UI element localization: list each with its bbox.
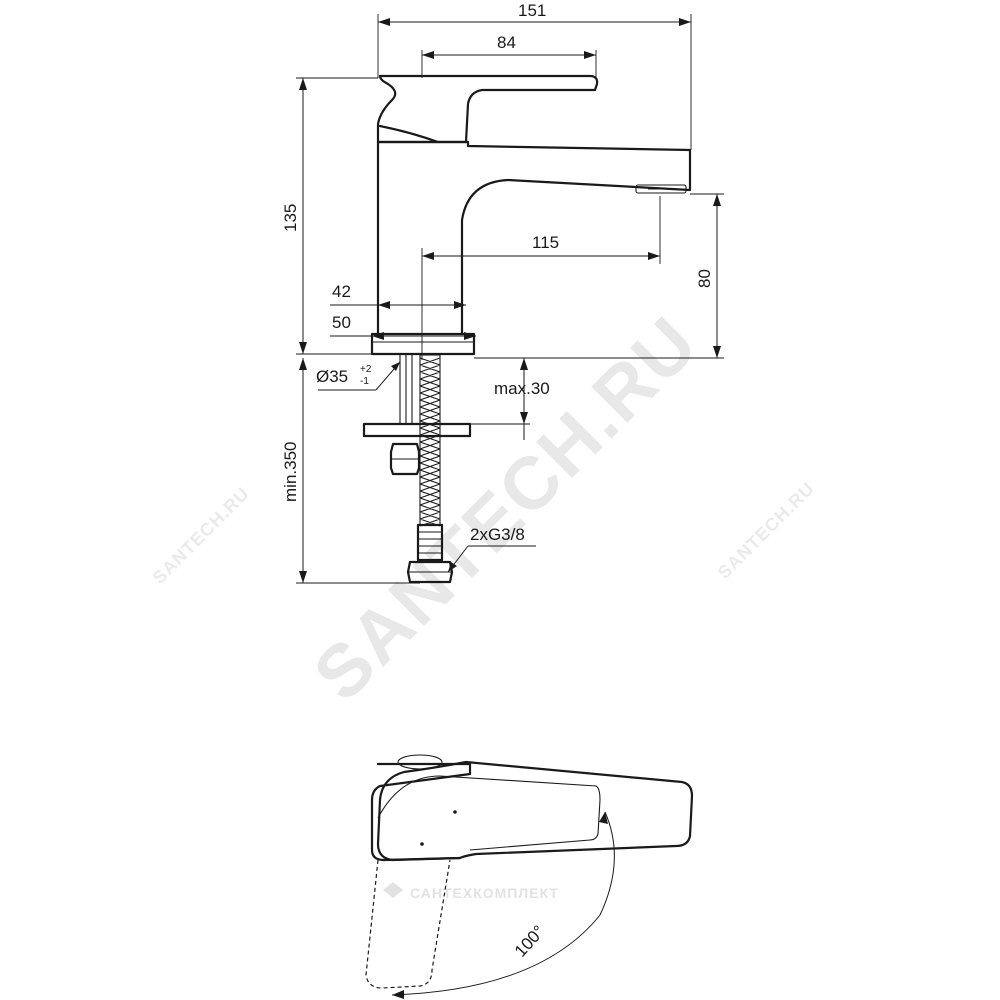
top-view-body <box>370 762 472 862</box>
dim-hole-tolerance-minus: -1 <box>360 376 369 387</box>
rotation-arc <box>391 811 615 996</box>
faucet-handle <box>376 74 599 144</box>
dim-hose-length: min.350 <box>281 442 300 502</box>
dimension-lines: 151 84 135 115 80 42 <box>281 1 724 584</box>
watermark-left: SANTECH.RU <box>149 483 254 588</box>
braided-hose <box>419 354 441 527</box>
handle-rotated-outline <box>365 859 451 989</box>
watermark-logo-text: САНТЕХКОМПЛЕКТ <box>410 885 559 901</box>
dim-body-height: 135 <box>281 204 300 232</box>
watermark-right: SANTECH.RU <box>714 478 819 583</box>
dim-spout-height: 80 <box>695 269 714 288</box>
dim-base-width-upper: 42 <box>332 282 351 301</box>
top-view-handle <box>376 760 694 862</box>
dim-handle-rotation: 100° <box>511 922 549 961</box>
faucet-side-view <box>362 74 692 584</box>
faucet-top-view: 100° <box>365 754 694 999</box>
dim-base-width-lower: 50 <box>332 313 351 332</box>
mounting-plate <box>362 422 472 438</box>
dim-overall-width: 151 <box>518 1 546 20</box>
hose-fitting <box>416 523 444 562</box>
watermark-main: SANTECH.RU <box>298 300 714 716</box>
mounting-stud <box>399 355 413 424</box>
faucet-body <box>376 140 692 336</box>
faucet-base <box>370 332 476 356</box>
dim-spout-reach: 115 <box>532 233 559 252</box>
dim-connection: 2xG3/8 <box>470 525 525 544</box>
dim-max-deck-thickness: max.30 <box>494 379 550 398</box>
dim-hole-tolerance-plus: +2 <box>360 364 372 375</box>
dim-handle-length: 84 <box>497 33 516 52</box>
watermarks: SANTECH.RU SANTECH.RU SANTECH.RU САНТЕХК… <box>149 300 819 901</box>
mounting-nut <box>389 442 421 476</box>
watermark-logo: САНТЕХКОМПЛЕКТ <box>383 882 559 901</box>
dim-hole-diameter: Ø35 <box>316 367 348 386</box>
aerator <box>635 184 687 194</box>
